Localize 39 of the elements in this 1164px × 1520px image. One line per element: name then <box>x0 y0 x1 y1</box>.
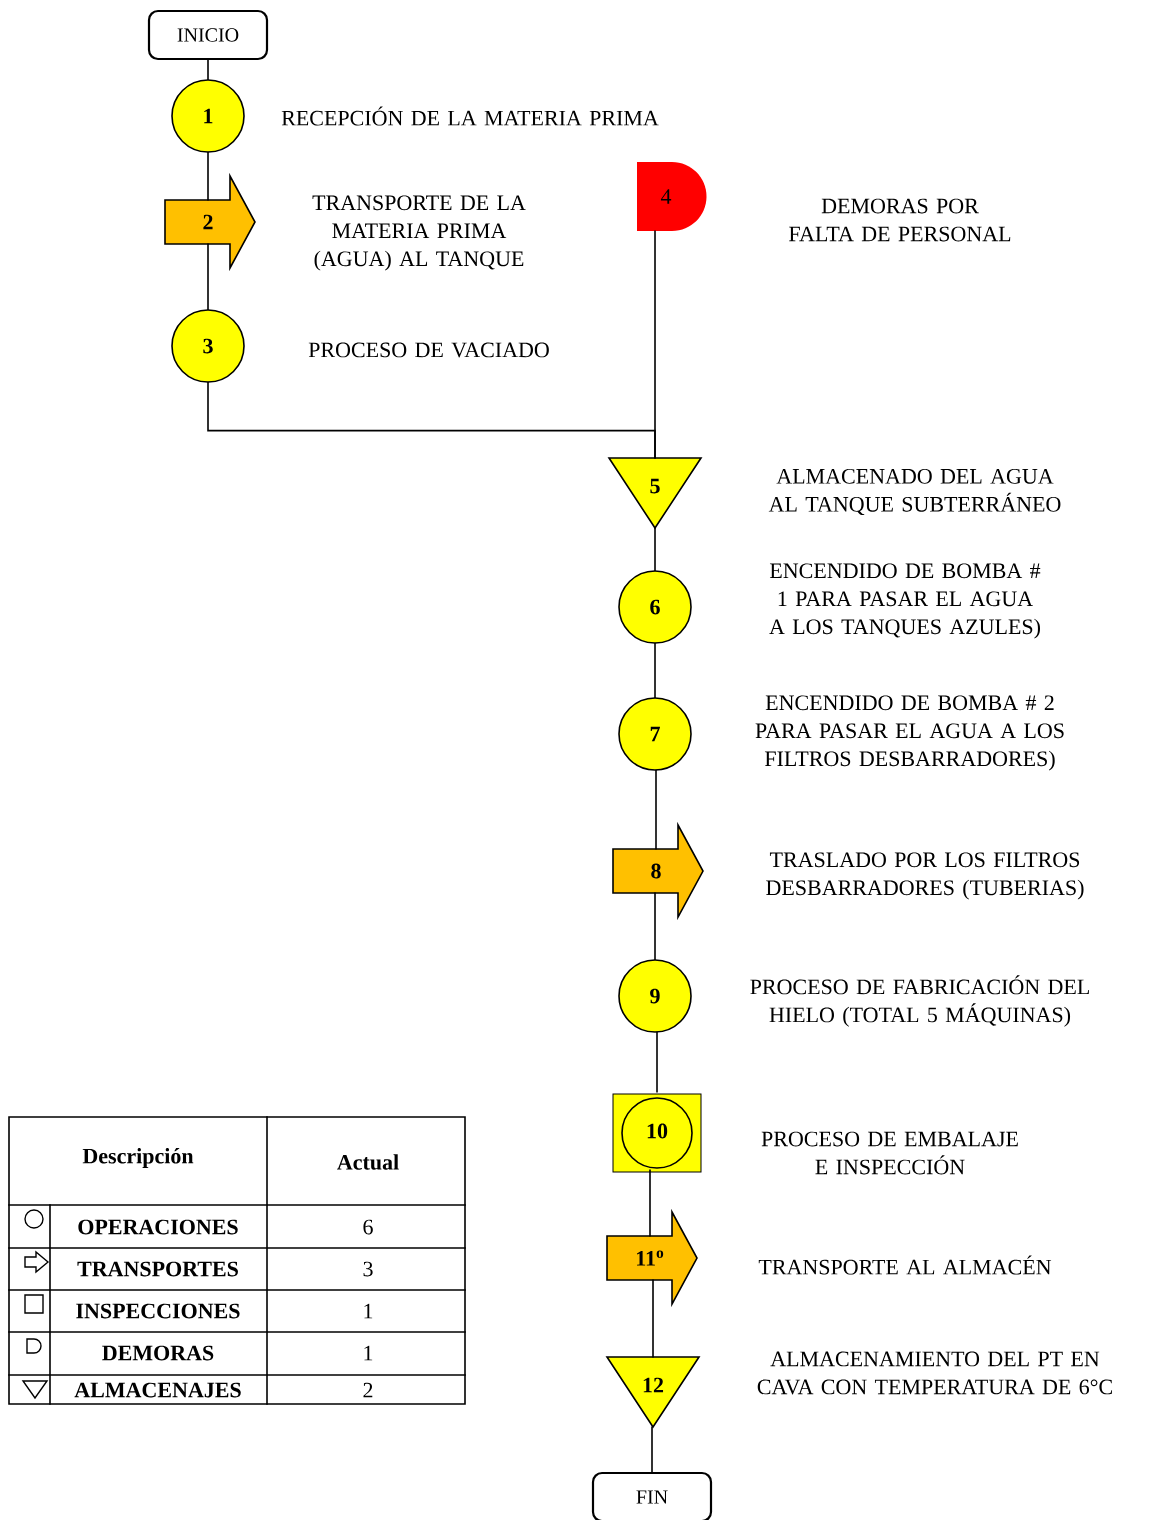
inspection-square: 10 <box>612 1093 702 1173</box>
connector-line <box>207 152 209 201</box>
step-description: PROCESO DE EMBALAJE E INSPECCIÓN <box>761 1131 1018 1175</box>
count-value: 1 <box>364 1303 373 1319</box>
connector-line <box>207 59 209 80</box>
count-value: 2 <box>363 1382 373 1398</box>
connector-line <box>652 1279 654 1358</box>
row-label: OPERACIONES <box>78 1219 238 1235</box>
step-description: ENCENDIDO DE BOMBA # 2 PARA PASAR EL AGUA A LOS FILTROS DESBARRADORES) <box>755 695 1064 771</box>
step-description: ENCENDIDO DE BOMBA # 1 PARA PASAR EL AGUA A LOS TANQUES AZULES) <box>769 563 1041 639</box>
step-description: ALMACENADO DEL AGUA AL TANQUE SUBTERRÁNEO <box>768 468 1061 516</box>
connector-line <box>656 1032 658 1093</box>
step-description: ALMACENAMIENTO DEL PT EN CAVA CON TEMPERATURA DE 6°C <box>757 1351 1112 1395</box>
connector-line <box>649 1169 651 1237</box>
connector-line <box>654 892 656 960</box>
step-description: PROCESO DE FABRICACIÓN DEL HIELO (TOTAL 5 MÁQUINAS) <box>750 975 1089 1027</box>
connector-line <box>654 527 656 571</box>
column-header: Descripción <box>82 1148 194 1168</box>
row-label: INSPECCIONES <box>76 1303 240 1319</box>
connector-line <box>651 1426 653 1473</box>
connector-line <box>654 230 656 459</box>
row-label: ALMACENAJES <box>74 1382 241 1398</box>
row-label: DEMORAS <box>102 1345 214 1361</box>
count-value: 6 <box>363 1219 373 1235</box>
step-description: TRANSPORTE DE LA MATERIA PRIMA (AGUA) AL TANQUE <box>312 195 526 271</box>
column-header: Actual <box>337 1154 399 1170</box>
row-label: TRANSPORTES <box>77 1261 238 1277</box>
step-description: TRANSPORTE AL ALMACÉN <box>758 1255 1052 1275</box>
count-value: 3 <box>363 1261 373 1277</box>
terminal-box: FIN <box>591 1471 713 1520</box>
step-description: RECEPCIÓN DE LA MATERIA PRIMA <box>281 106 659 126</box>
step-description: TRASLADO POR LOS FILTROS DESBARRADORES (TUBERIAS) <box>766 852 1084 900</box>
step-description: PROCESO DE VACIADO <box>308 342 549 358</box>
count-value: 1 <box>364 1345 373 1361</box>
connector-line <box>207 243 209 310</box>
connector-line <box>654 643 656 698</box>
terminal-box: INICIO <box>147 9 269 61</box>
step-description: DEMORAS POR FALTA DE PERSONAL <box>789 198 1011 242</box>
connector-line <box>655 770 657 850</box>
